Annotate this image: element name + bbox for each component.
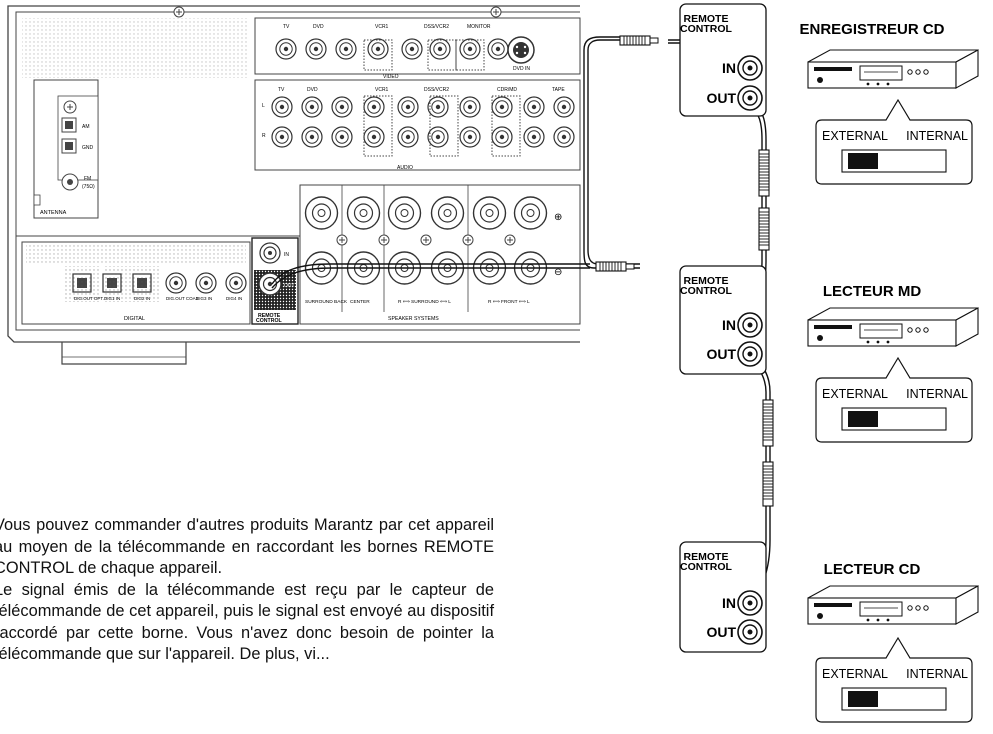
speaker-label-surround-back: SURROUND BACK	[305, 299, 348, 305]
speaker-label-front: R ⟺ FRONT ⟺ L	[488, 299, 530, 305]
digital-jack-label: DIG.OUT OPT.	[74, 296, 104, 301]
video-label-dvd: DVD	[313, 24, 324, 30]
speaker-minus-label: ⊖	[554, 267, 562, 278]
speaker-plus-label: ⊕	[554, 212, 562, 223]
switch-external-label: EXTERNAL	[822, 667, 888, 681]
audio-label-tape: TAPE	[552, 87, 565, 93]
audio-label-r: R	[262, 133, 266, 139]
description-text: Vous pouvez commander d'autres produits …	[0, 515, 494, 666]
in-label: IN	[722, 317, 736, 333]
rc-jack-out-label: OUT	[284, 283, 295, 289]
receiver-rear-panel: AM GND FM (75Ω) ANTENNA TV DVD VCR1 DSS/…	[7, 5, 581, 365]
speaker-systems-label: SPEAKER SYSTEMS	[388, 316, 439, 322]
audio-section-label: AUDIO	[397, 165, 413, 171]
speaker-label-center: CENTER	[350, 299, 370, 305]
rc-label-remote: REMOTE	[684, 551, 729, 563]
video-label-vcr1: VCR1	[375, 24, 389, 30]
digital-jack-label: DIG.OUT COAX	[166, 296, 199, 301]
audio-label-vcr1: VCR1	[375, 87, 389, 93]
antenna-label: ANTENNA	[40, 210, 67, 216]
switch-knob	[848, 153, 878, 169]
switch-external-label: EXTERNAL	[822, 129, 888, 143]
device-name: ENREGISTREUR CD	[799, 21, 944, 38]
video-section-label: VIDEO	[383, 74, 399, 80]
digital-jack-label: DIG4 IN	[226, 296, 242, 301]
switch-external-label: EXTERNAL	[822, 387, 888, 401]
switch-internal-label: INTERNAL	[906, 667, 968, 681]
in-label: IN	[722, 60, 736, 76]
digital-section-label: DIGITAL	[124, 316, 145, 322]
audio-label-cdrmd: CDR/MD	[497, 87, 517, 93]
paragraph-2: Le signal émis de la télécommande est re…	[0, 580, 494, 664]
rc-label-control: CONTROL	[680, 561, 732, 573]
fm-ohm-label: (75Ω)	[82, 184, 95, 190]
gnd-label: GND	[82, 145, 94, 151]
video-label-dssvcr2: DSS/VCR2	[424, 24, 449, 30]
am-label: AM	[82, 124, 90, 130]
switch-internal-label: INTERNAL	[906, 387, 968, 401]
switch-knob	[848, 411, 878, 427]
rc-jack-label-1: REMOTE	[258, 313, 281, 319]
device-name: LECTEUR CD	[824, 561, 921, 578]
switch-knob	[848, 691, 878, 707]
rca-plugs	[595, 35, 774, 507]
out-label: OUT	[706, 346, 736, 362]
in-label: IN	[722, 595, 736, 611]
out-label: OUT	[706, 90, 736, 106]
digital-jack-label: DIG1 IN	[104, 296, 120, 301]
rc-jack-in-label: IN	[284, 252, 289, 258]
audio-label-dvd: DVD	[307, 87, 318, 93]
digital-jack-label: DIG3 IN	[196, 296, 212, 301]
audio-label-l: L	[262, 103, 265, 109]
fm-label: FM	[84, 176, 91, 182]
audio-label-dssvcr2: DSS/VCR2	[424, 87, 449, 93]
video-label-monitor: MONITOR	[467, 24, 491, 30]
speaker-label-surround: R ⟺ SURROUND ⟺ L	[398, 299, 451, 305]
rc-jack-label-2: CONTROL	[256, 318, 282, 324]
digital-jack-label: DIG2 IN	[134, 296, 150, 301]
switch-internal-label: INTERNAL	[906, 129, 968, 143]
paragraph-1: Vous pouvez commander d'autres produits …	[0, 516, 494, 577]
video-label-tv: TV	[283, 24, 290, 30]
device-name: LECTEUR MD	[823, 283, 921, 300]
rc-label-control: CONTROL	[680, 285, 732, 297]
rc-label-remote: REMOTE	[684, 275, 729, 287]
rc-label-control: CONTROL	[680, 23, 732, 35]
out-label: OUT	[706, 624, 736, 640]
audio-label-tv: TV	[278, 87, 285, 93]
rc-label-remote: REMOTE	[684, 13, 729, 25]
dvd-in-label: DVD IN	[513, 66, 530, 72]
